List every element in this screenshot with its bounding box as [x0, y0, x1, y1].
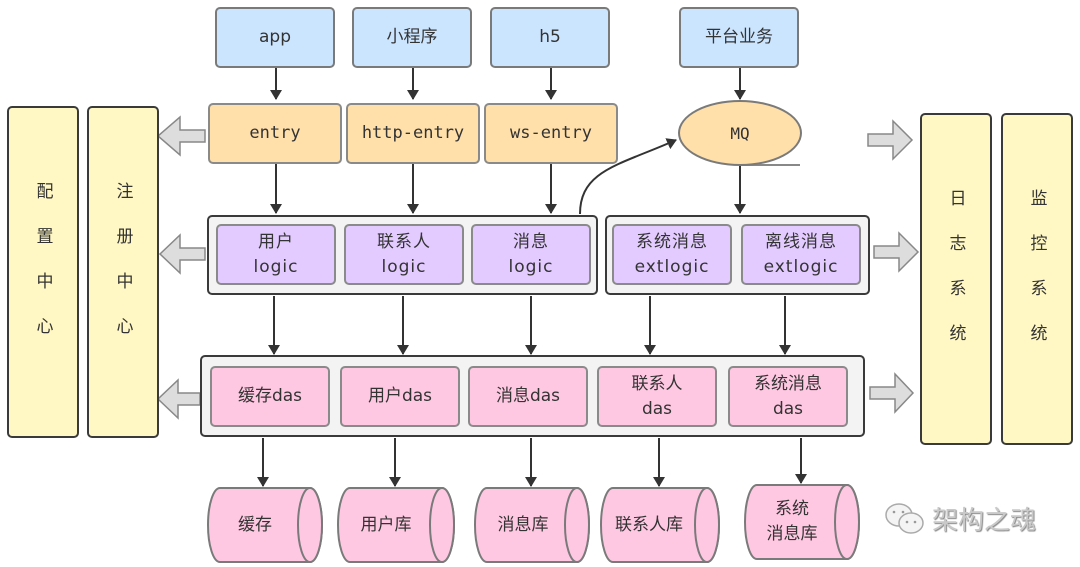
client-miniprogram: 小程序: [352, 7, 472, 68]
cache-das-label: 缓存das: [237, 386, 303, 406]
ws-entry-label: ws-entry: [510, 123, 592, 143]
storage-cylinder: [744, 484, 860, 560]
system-message-das-label: 系统消息 das: [754, 373, 822, 419]
message-logic-label: 消息 logic: [508, 231, 554, 277]
block-arrow-right-3: [869, 372, 915, 414]
storage-cylinder: [207, 487, 323, 563]
system-message-extlogic-label: 系统消息 extlogic: [634, 231, 710, 277]
block-arrow-right-2: [873, 231, 920, 273]
user-logic-box: 用户 logic: [216, 224, 336, 285]
message-das-label: 消息das: [495, 386, 561, 406]
client-platform-business-label: 平台业务: [705, 27, 773, 47]
monitor-system-panel: 监控系统: [1001, 113, 1073, 445]
user-db-label: 用户库: [360, 514, 412, 535]
wechat-icon: [885, 502, 924, 534]
system-message-db-label: 系统 消息库: [766, 499, 818, 544]
cache-das-box: 缓存das: [210, 366, 330, 427]
client-h5: h5: [490, 7, 610, 68]
client-app-label: app: [259, 27, 291, 47]
cache-storage-label: 缓存: [238, 514, 272, 535]
entry-label: entry: [249, 123, 301, 143]
contact-logic-box: 联系人 logic: [344, 224, 464, 285]
user-das-label: 用户das: [367, 386, 433, 406]
http-entry-box: http-entry: [346, 103, 480, 164]
client-miniprogram-label: 小程序: [386, 27, 438, 47]
message-db-label: 消息库: [497, 514, 549, 535]
entry-box: entry: [208, 103, 342, 164]
message-logic-box: 消息 logic: [471, 224, 591, 285]
watermark-text: 架构之魂: [932, 506, 1037, 536]
message-das-box: 消息das: [468, 366, 588, 427]
arrow-logic-mq: [579, 138, 677, 215]
block-arrow-right-1: [867, 119, 914, 161]
config-center-panel: 配置中心: [7, 106, 79, 438]
contact-db-label: 联系人库: [615, 514, 683, 535]
block-arrow-left-2: [158, 233, 206, 275]
config-center-label: 配置中心: [32, 182, 53, 362]
block-arrow-left-3: [156, 378, 201, 420]
monitor-system-label: 监控系统: [1026, 189, 1047, 369]
log-system-panel: 日志系统: [920, 113, 992, 445]
user-das-box: 用户das: [340, 366, 460, 427]
offline-message-extlogic-box: 离线消息 extlogic: [741, 224, 861, 285]
contact-das-label: 联系人 das: [631, 373, 683, 419]
registry-center-label: 注册中心: [112, 182, 133, 362]
ws-entry-box: ws-entry: [484, 103, 618, 164]
client-platform-business: 平台业务: [679, 7, 799, 68]
system-message-extlogic-box: 系统消息 extlogic: [612, 224, 732, 285]
mq-node: MQ: [678, 100, 802, 166]
system-message-das-box: 系统消息 das: [728, 366, 848, 427]
storage-cylinder: [337, 487, 455, 563]
watermark: 架构之魂: [884, 500, 1036, 537]
mq-label: MQ: [730, 123, 750, 143]
user-logic-label: 用户 logic: [253, 231, 299, 277]
client-app: app: [215, 7, 335, 68]
client-h5-label: h5: [539, 27, 561, 47]
storage-cylinder: [600, 487, 720, 563]
http-entry-label: http-entry: [361, 123, 465, 143]
offline-message-extlogic-label: 离线消息 extlogic: [763, 231, 839, 277]
storage-cylinder: [474, 487, 590, 563]
block-arrow-left-1: [156, 115, 206, 157]
log-system-label: 日志系统: [945, 189, 966, 369]
contact-das-box: 联系人 das: [597, 366, 717, 427]
registry-center-panel: 注册中心: [87, 106, 159, 438]
contact-logic-label: 联系人 logic: [377, 231, 431, 277]
